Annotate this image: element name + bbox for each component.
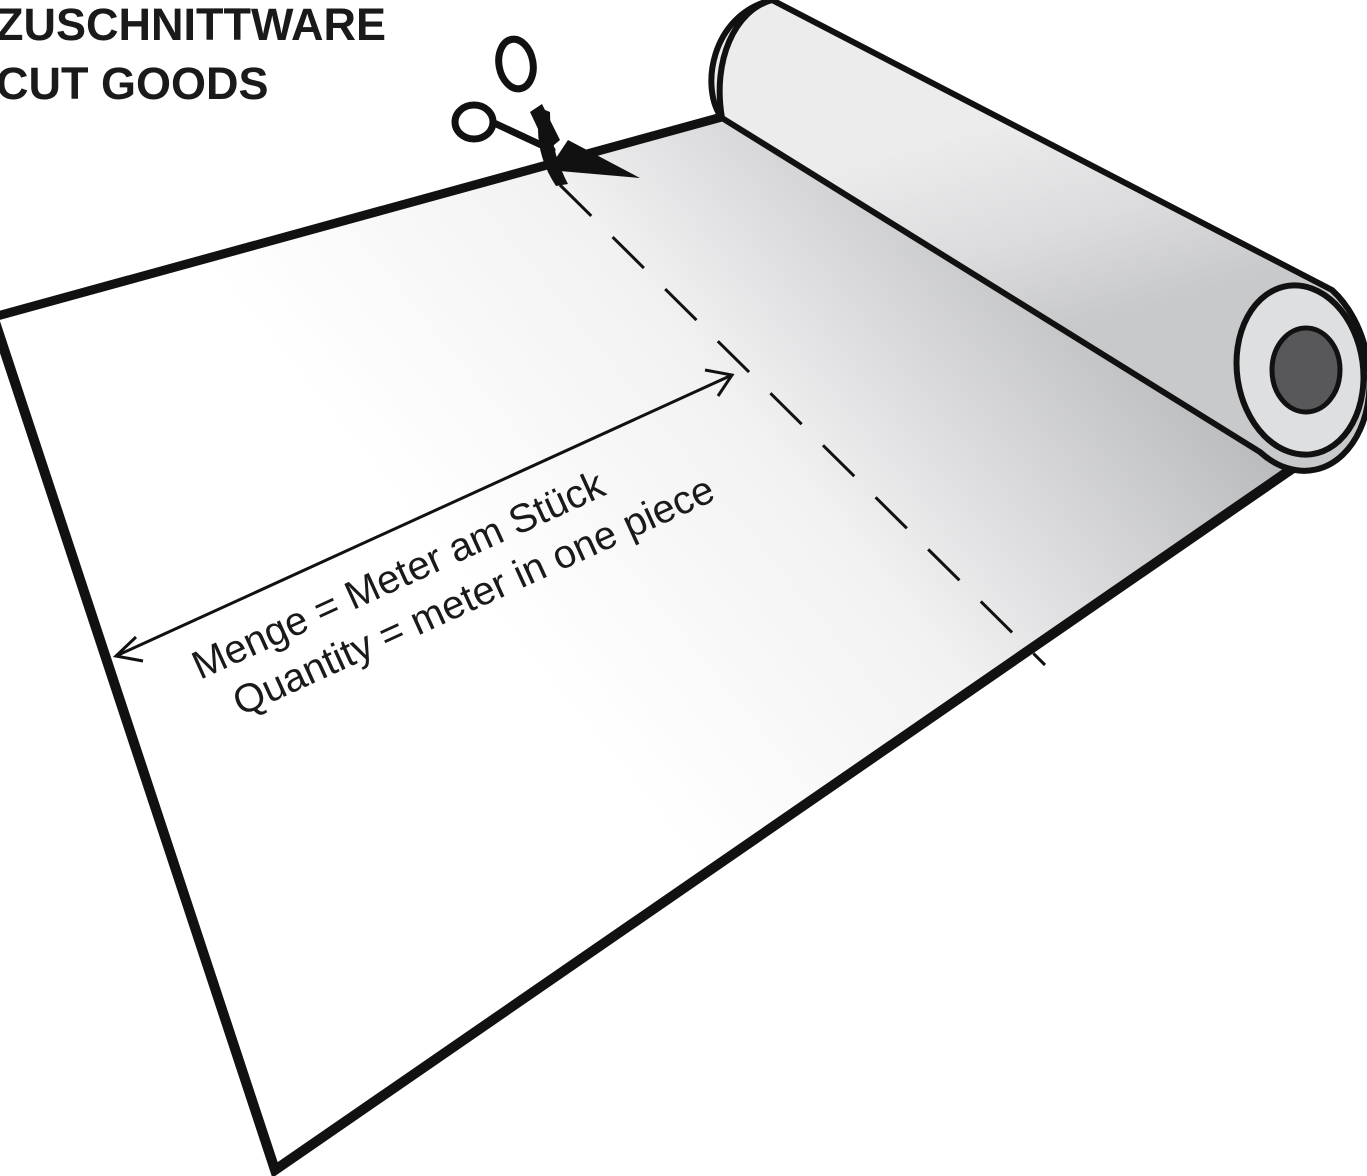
roll-body: [708, 0, 1367, 474]
heading-line-english: CUT GOODS: [0, 58, 269, 109]
heading: ZUSCHNITTWARE CUT GOODS: [0, 0, 386, 109]
sheet-outline: [0, 107, 742, 320]
material-sheet: [0, 112, 1312, 1170]
sheet-outline-bottom: [0, 321, 1315, 1176]
roll-core: [1269, 325, 1343, 415]
material-roll-icon: [708, 0, 1367, 474]
heading-line-german: ZUSCHNITTWARE: [0, 0, 386, 50]
scissors-icon: [451, 35, 640, 186]
quantity-dimension-arrow: [112, 368, 735, 663]
roll-back-edge: [716, 0, 773, 119]
cut-line: [558, 183, 1047, 667]
